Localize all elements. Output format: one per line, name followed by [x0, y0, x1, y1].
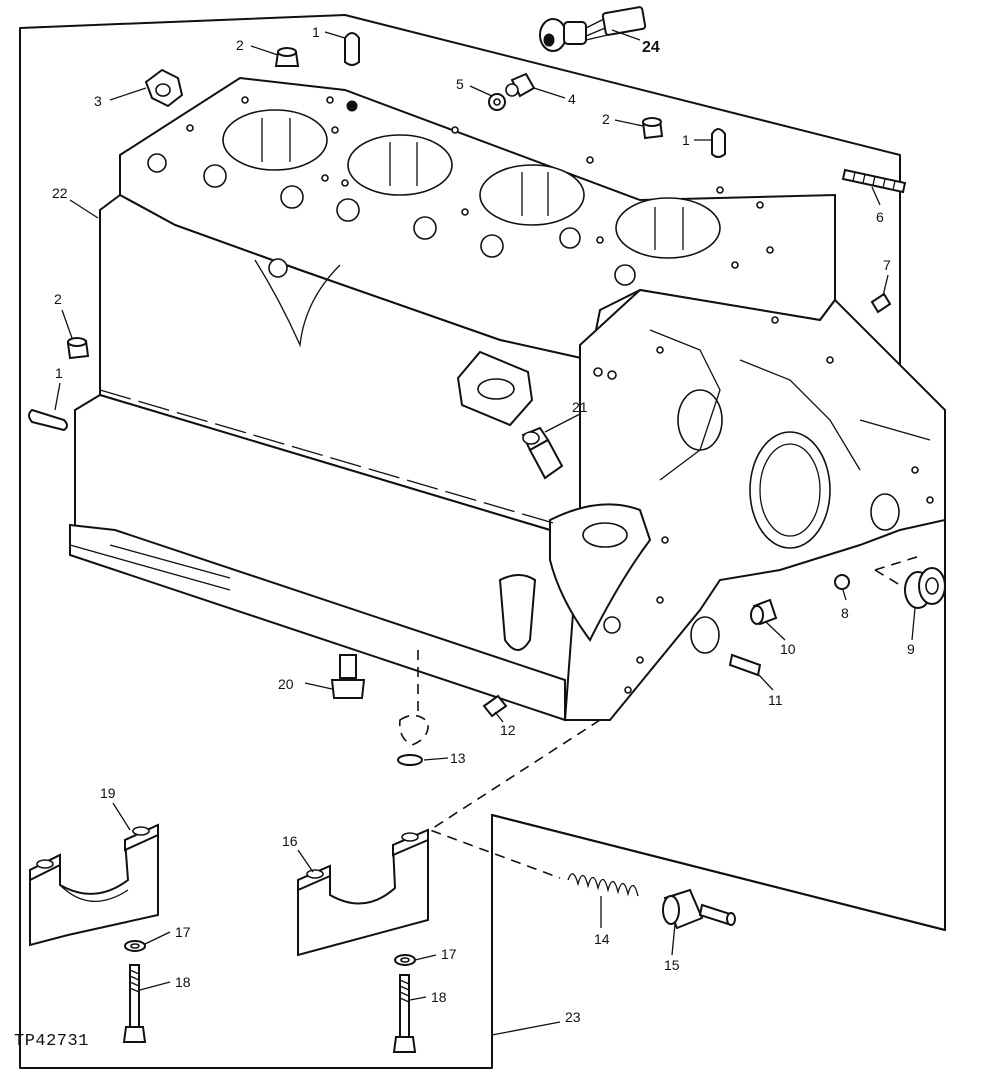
front-face-bolt-holes — [593, 316, 934, 694]
main-panel-frame — [19, 14, 946, 1069]
callout-5: 5 — [456, 76, 464, 92]
figure-id: TP42731 — [14, 1032, 89, 1051]
callout-11: 11 — [768, 692, 783, 708]
cylinder-block — [69, 76, 946, 722]
part-12-plug — [482, 694, 508, 718]
part-11-pin — [728, 653, 762, 677]
callout-21: 21 — [572, 399, 588, 415]
callout-4: 4 — [568, 91, 576, 107]
part-7-plug — [870, 292, 892, 314]
part-1-dowel-top — [344, 32, 360, 66]
callout-9: 9 — [907, 641, 915, 657]
callout-16: 16 — [282, 833, 298, 849]
callout-2-top: 2 — [236, 37, 244, 53]
part-9-seal — [874, 555, 946, 609]
part-24-sender-switch — [539, 6, 647, 52]
callout-1-left: 1 — [55, 365, 63, 381]
deck-bolt-holes — [186, 96, 774, 269]
part-2-plug-top — [274, 47, 300, 67]
callout-1-mid: 1 — [682, 132, 690, 148]
callout-24: 24 — [642, 39, 660, 56]
part-20-plug — [330, 654, 366, 699]
callout-leader-lines — [54, 29, 916, 1036]
part-8-plug — [834, 574, 850, 590]
part-5-nut — [488, 93, 506, 111]
part-14-spring — [567, 873, 639, 897]
part-4-fitting — [505, 72, 536, 98]
callout-8: 8 — [841, 605, 849, 621]
part-13-o-ring — [397, 650, 429, 766]
part-21-fitting — [521, 426, 564, 480]
part-16-bearing-cap — [297, 828, 429, 957]
callout-18-right: 18 — [431, 989, 447, 1005]
part-1-dowel-left — [28, 408, 68, 432]
callout-15: 15 — [664, 957, 680, 973]
callout-12: 12 — [500, 722, 516, 738]
part-17-washer-left — [124, 940, 146, 952]
callout-18-left: 18 — [175, 974, 191, 990]
callout-23: 23 — [565, 1009, 581, 1025]
callout-20: 20 — [278, 676, 294, 692]
callout-13: 13 — [450, 750, 466, 766]
callout-2-mid: 2 — [602, 111, 610, 127]
callout-labels: 1 2 3 5 4 2 1 24 6 7 22 2 1 21 8 9 10 11… — [14, 24, 915, 1051]
callout-22: 22 — [52, 185, 68, 201]
part-2-plug-left — [66, 337, 90, 360]
callout-7: 7 — [883, 257, 891, 273]
callout-6: 6 — [876, 209, 884, 225]
inset-leader-line — [428, 719, 601, 879]
part-18-bolt-left — [122, 964, 147, 1043]
callout-14: 14 — [594, 931, 610, 947]
part-2-plug-mid — [641, 117, 664, 140]
callout-2-left: 2 — [54, 291, 62, 307]
callout-1-top: 1 — [312, 24, 320, 40]
part-15-relief-valve — [662, 888, 736, 930]
callout-17-right: 17 — [441, 946, 457, 962]
callout-10: 10 — [780, 641, 796, 657]
part-10-bushing — [750, 598, 778, 626]
part-17-washer-right — [394, 954, 416, 966]
callout-19: 19 — [100, 785, 116, 801]
callout-3: 3 — [94, 93, 102, 109]
callout-17-left: 17 — [175, 924, 191, 940]
part-3-plug-nut — [144, 68, 184, 108]
part-1-dowel-mid — [711, 128, 726, 158]
part-6-stud — [841, 168, 907, 194]
part-18-bolt-right — [392, 974, 417, 1053]
part-19-bearing-cap — [29, 823, 159, 947]
inset-panel-frame — [491, 814, 946, 931]
